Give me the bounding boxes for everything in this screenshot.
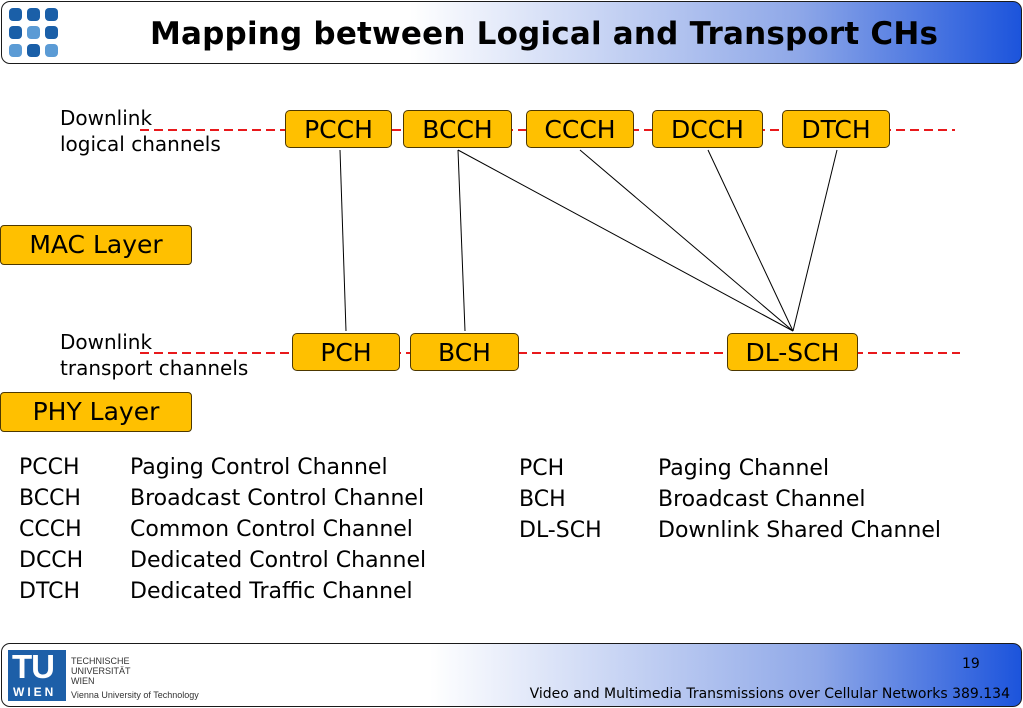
legend-abbr: CCCH [19,517,82,542]
mapping-line-pcch-pch [339,149,347,332]
logical-channel-legend: PCCH Paging Control Channel BCCH Broadcast… [19,452,426,607]
legend-row: CCCH Common Control Channel [19,514,426,545]
legend-row: DCCH Dedicated Control Channel [19,545,426,576]
legend-name: Paging Channel [658,456,830,481]
mapping-line-dtch-dlsch [792,149,838,332]
legend-name: Common Control Channel [130,517,413,542]
legend-row: BCCH Broadcast Control Channel [19,483,426,514]
legend-row: DTCH Dedicated Traffic Channel [19,576,426,607]
legend-abbr: DTCH [19,579,80,604]
transport-channel-pch: PCH [292,333,400,371]
legend-name: Broadcast Control Channel [130,486,425,511]
tu-logo-subtitle: Vienna University of Technology [71,690,199,700]
tu-logo-line: UNIVERSITÄT [71,666,131,676]
tu-logo-wien: WIEN [13,685,57,699]
legend-row: PCCH Paging Control Channel [19,452,426,483]
logical-channel-dcch: DCCH [652,110,763,148]
mapping-line-bcch-bch [457,149,466,332]
legend-abbr: BCCH [19,486,81,511]
logical-label-line2: logical channels [60,132,221,156]
logical-channels-label: Downlink logical channels [60,105,221,157]
logical-channel-dtch: DTCH [782,110,890,148]
logical-channel-pcch: PCCH [285,110,392,148]
transport-channels-label: Downlink transport channels [60,329,248,381]
transport-channel-bch: BCH [410,333,519,371]
slide-header: Mapping between Logical and Transport CH… [1,1,1022,64]
tu-logo-line: WIEN [71,676,95,686]
tu-logo-text: TECHNISCHE UNIVERSITÄT WIEN [71,656,131,686]
mapping-line-bcch-dlsch [457,149,794,332]
mac-layer-box: MAC Layer [0,225,192,265]
slide-title: Mapping between Logical and Transport CH… [150,16,939,52]
phy-layer-box: PHY Layer [0,392,192,432]
legend-name: Broadcast Channel [658,487,866,512]
legend-abbr: PCH [519,456,565,481]
tu-wien-logo: TU WIEN TECHNISCHE UNIVERSITÄT WIEN Vien… [8,648,200,701]
legend-abbr: PCCH [19,455,80,480]
legend-name: Paging Control Channel [130,455,388,480]
legend-abbr: DL-SCH [519,518,602,543]
legend-name: Downlink Shared Channel [658,518,942,543]
mapping-line-dcch-dlsch [707,149,794,332]
legend-abbr: BCH [519,487,566,512]
legend-abbr: DCCH [19,548,84,573]
legend-name: Dedicated Control Channel [130,548,427,573]
legend-row: DL-SCH Downlink Shared Channel [519,515,941,546]
logical-channel-bcch: BCCH [403,110,512,148]
tu-logo-line: TECHNISCHE [71,656,130,666]
mapping-line-ccch-dlsch [579,149,794,332]
page-number: 19 [962,656,980,672]
legend-row: BCH Broadcast Channel [519,484,941,515]
course-title: Video and Multimedia Transmissions over … [529,686,1010,702]
tu-logo-letters: TU [12,648,55,685]
transport-label-line2: transport channels [60,356,249,380]
transport-label-line1: Downlink [60,330,153,354]
logical-channel-ccch: CCCH [526,110,634,148]
grid-logo-icon [9,8,59,58]
transport-channel-legend: PCH Paging Channel BCH Broadcast Channel D… [519,453,941,546]
slide-footer: TU WIEN TECHNISCHE UNIVERSITÄT WIEN Vien… [1,643,1022,707]
legend-name: Dedicated Traffic Channel [130,579,413,604]
transport-channel-dlsch: DL-SCH [727,333,858,371]
tu-logo-mark: TU WIEN [8,648,66,701]
legend-row: PCH Paging Channel [519,453,941,484]
logical-label-line1: Downlink [60,106,153,130]
